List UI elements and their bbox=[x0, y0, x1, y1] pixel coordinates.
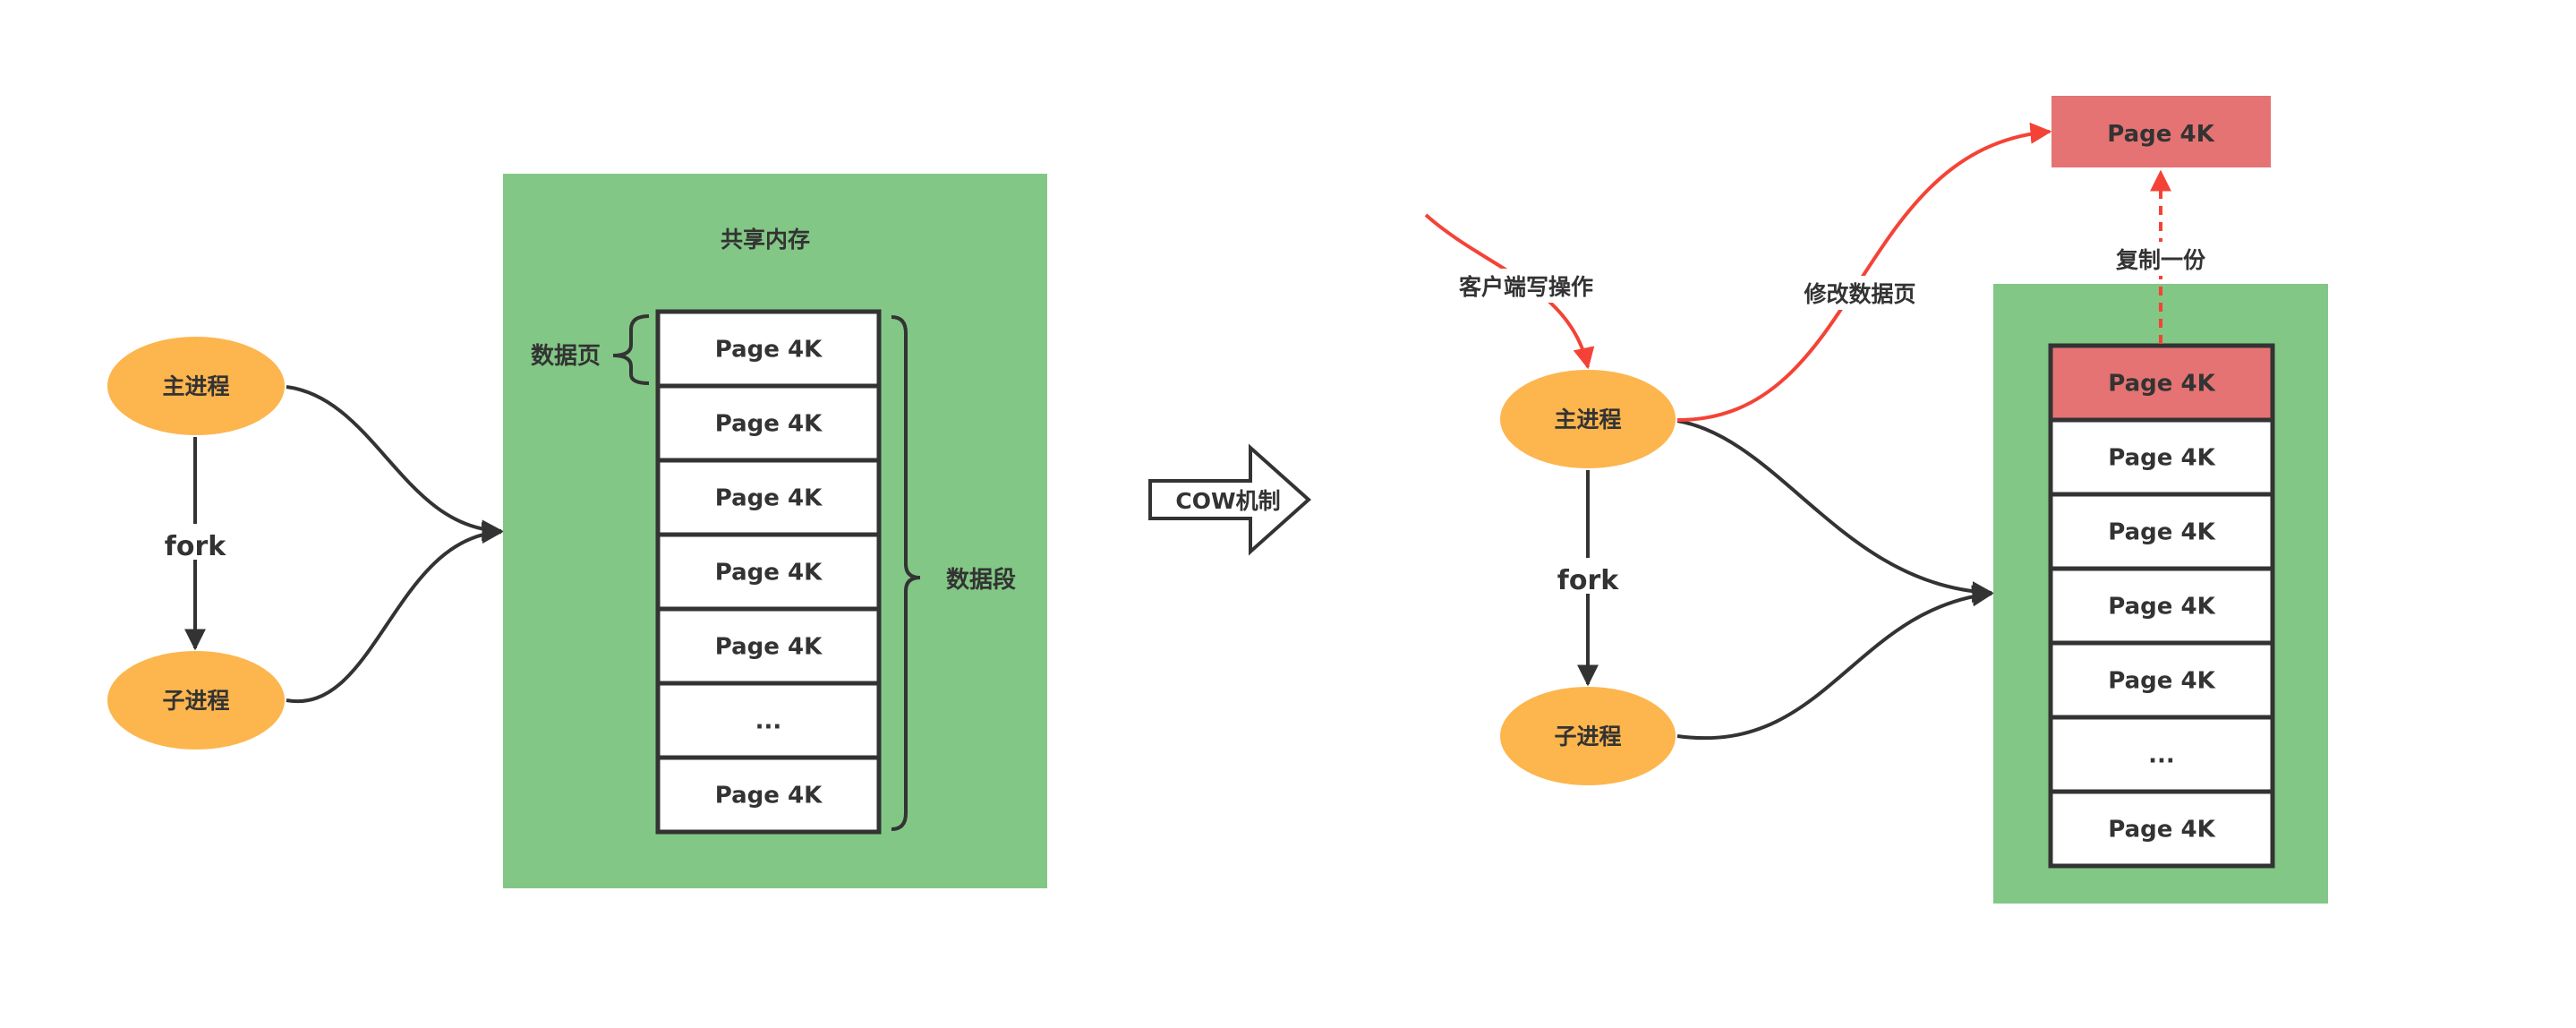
modify-page-label-bg bbox=[1797, 276, 1923, 310]
right-page-cell bbox=[2048, 715, 2275, 794]
right-page-cell bbox=[2048, 640, 2275, 720]
copy-label-bg bbox=[2111, 242, 2211, 276]
right-page-label: Page 4K bbox=[2108, 371, 2215, 398]
copied-page-label: Page 4K bbox=[2107, 121, 2214, 148]
left-page-stack: Page 4K Page 4K Page 4K Page 4K Page 4K... Pa… bbox=[655, 309, 882, 835]
right-page-cell bbox=[2048, 492, 2275, 571]
left-page-cell bbox=[655, 458, 882, 537]
data-segment-label: 数据段 bbox=[946, 566, 1016, 594]
left-page-label: Page 4K bbox=[715, 485, 823, 512]
right-page-label: Page 4K bbox=[2108, 519, 2215, 546]
left-page-cell bbox=[655, 755, 882, 835]
right-main-process-label: 主进程 bbox=[1554, 407, 1621, 433]
right-page-stack: Page 4K Page 4K Page 4K Page 4K Page 4K... Pa… bbox=[2048, 343, 2275, 869]
right-child-process-label: 子进程 bbox=[1554, 724, 1621, 750]
right-main-to-memory-arrow bbox=[1676, 419, 1994, 604]
right-page-cell bbox=[2048, 343, 2275, 423]
client-write-label: 客户端写操作 bbox=[1459, 274, 1593, 300]
right-page-label: Page 4K bbox=[2108, 594, 2215, 621]
left-child-to-memory-arrow bbox=[286, 522, 504, 704]
cow-transition: COW机制 bbox=[1148, 443, 1312, 556]
copy-label: 复制一份 bbox=[2116, 247, 2205, 273]
left-page-label: Page 4K bbox=[715, 634, 823, 661]
right-page-label: Page 4K bbox=[2108, 817, 2215, 844]
left-page-label: Page 4K bbox=[715, 411, 823, 438]
right-page-label: Page 4K bbox=[2108, 445, 2215, 472]
left-page-label: Page 4K bbox=[715, 560, 823, 587]
left-page-cell bbox=[655, 309, 882, 389]
modify-page-label: 修改数据页 bbox=[1803, 281, 1915, 307]
shared-memory-title: 共享内存 bbox=[721, 227, 810, 253]
left-page-label: ... bbox=[755, 708, 782, 735]
right-child-process-node bbox=[1500, 687, 1676, 785]
data-page-label: 数据页 bbox=[531, 343, 601, 370]
right-main-process-node bbox=[1500, 370, 1676, 468]
right-page-cell bbox=[2048, 566, 2275, 646]
data-page-brace bbox=[612, 314, 650, 385]
cow-label: COW机制 bbox=[1175, 488, 1280, 514]
left-page-cell bbox=[655, 383, 882, 463]
data-segment-brace bbox=[891, 315, 921, 831]
right-page-cell bbox=[2048, 789, 2275, 869]
left-child-process-label: 子进程 bbox=[162, 688, 229, 714]
left-page-label: Page 4K bbox=[715, 783, 823, 810]
right-page-label: ... bbox=[2148, 742, 2175, 769]
left-main-process-label: 主进程 bbox=[162, 373, 229, 399]
right-fork-label: fork bbox=[1557, 565, 1619, 596]
left-main-to-memory-arrow bbox=[286, 385, 504, 542]
cow-block-arrow bbox=[1148, 443, 1312, 556]
copied-page-box bbox=[2051, 96, 2271, 167]
right-child-to-memory-arrow bbox=[1676, 585, 1994, 740]
left-main-process-node bbox=[107, 337, 285, 435]
left-fork-label: fork bbox=[165, 531, 226, 562]
left-page-label: Page 4K bbox=[715, 337, 823, 364]
client-write-label-bg bbox=[1452, 269, 1600, 303]
right-panel: Page 4K Page 4K Page 4K Page 4K Page 4K... Pa… bbox=[1424, 96, 2328, 904]
right-page-cell bbox=[2048, 417, 2275, 497]
right-page-label: Page 4K bbox=[2108, 668, 2215, 695]
left-child-process-node bbox=[107, 651, 285, 750]
